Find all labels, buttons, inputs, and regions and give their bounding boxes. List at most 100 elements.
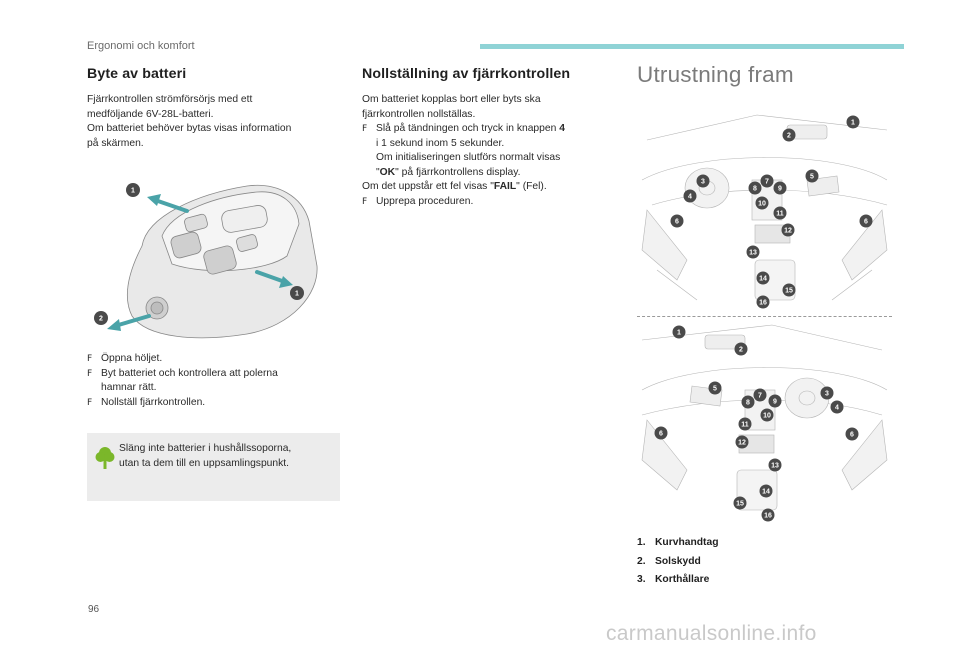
step-text: Slå på tändningen och tryck in knappen xyxy=(376,123,560,134)
callout-badge xyxy=(756,295,770,309)
step-text: i 1 sekund inom 5 sekunder. xyxy=(376,137,505,149)
reset-heading: Nollställning av fjärrkontrollen xyxy=(362,66,571,82)
battery-intro: Fjärrkontrollen strömförsörjs med ett me… xyxy=(87,93,342,151)
bullet-icon: F xyxy=(87,354,93,364)
reset-intro: Om batteriet kopplas bort eller byts ska… xyxy=(362,93,607,122)
intro-line: medföljande 6V-28L-batteri. xyxy=(87,108,214,120)
legend-item: 2. Solskydd xyxy=(637,553,897,572)
callout-label: 13 xyxy=(749,249,757,256)
watermark: carmanualsonline.info xyxy=(606,622,817,645)
legend-num: 2. xyxy=(637,555,646,567)
header-accent-bar xyxy=(480,44,904,49)
callout-label: 4 xyxy=(835,404,839,411)
callout-badge xyxy=(760,174,774,188)
fail-line: Om det uppstår ett fel visas "FAIL" (Fel… xyxy=(362,180,607,195)
note-line: utan ta dem till en uppsamlingspunkt. xyxy=(119,457,289,469)
step-text: Byt batteriet och kontrollera att polern… xyxy=(101,367,278,379)
callout-1-badge xyxy=(126,183,140,197)
callout-label: 4 xyxy=(688,193,692,200)
step-item: F Byt batteriet och kontrollera att pole… xyxy=(87,367,342,396)
callout-badge xyxy=(683,189,697,203)
callout-badge xyxy=(708,381,722,395)
ok-label: OK xyxy=(379,166,396,178)
callout-label: 9 xyxy=(773,398,777,405)
remote-battery-illustration: 1 1 2 xyxy=(94,183,318,339)
legend-label: Kurvhandtag xyxy=(655,537,719,548)
legend-item: 3. Korthållare xyxy=(637,571,897,590)
callout-badge xyxy=(782,128,796,142)
fail-label: FAIL xyxy=(493,181,517,192)
callout-label: 2 xyxy=(787,132,791,139)
battery-steps: F Öppna höljet. F Byt batteriet och kont… xyxy=(87,352,342,410)
callout-badge xyxy=(755,196,769,210)
callout-label: 2 xyxy=(99,316,103,323)
page-number: 96 xyxy=(88,604,100,615)
callout-label: 12 xyxy=(738,439,746,446)
callout-label: 9 xyxy=(778,185,782,192)
fail-text: Om det uppstår ett fel visas " xyxy=(362,181,494,192)
callout-badge xyxy=(753,388,767,402)
callout-badge xyxy=(654,426,668,440)
legend-item: 1. Kurvhandtag xyxy=(637,534,897,553)
step-text: Öppna höljet. xyxy=(101,353,163,364)
callout-badge xyxy=(773,206,787,220)
callout-label: 3 xyxy=(825,390,829,397)
bullet-icon: F xyxy=(362,196,368,207)
callout-label: 12 xyxy=(784,227,792,234)
step-item: F Öppna höljet. xyxy=(87,352,342,367)
callout-label: 5 xyxy=(810,173,814,180)
tree-icon xyxy=(95,447,115,469)
callout-label: 8 xyxy=(753,185,757,192)
callout-badge xyxy=(759,484,773,498)
step-text: " på fjärrkontrollens display. xyxy=(395,166,521,178)
note-line: Släng inte batterier i hushållssoporna, xyxy=(119,443,292,454)
callout-badge xyxy=(768,394,782,408)
battery-section: Byte av batteri Fjärrkontrollen strömför… xyxy=(87,66,342,151)
section-header: Ergonomi och komfort xyxy=(87,40,195,52)
callout-label: 6 xyxy=(675,218,679,225)
legend-num: 1. xyxy=(637,537,646,548)
callout-1-badge xyxy=(290,286,304,300)
callout-2-badge xyxy=(94,311,108,325)
intro-line: Fjärrkontrollen strömförsörjs med ett xyxy=(87,94,253,105)
callout-label: 1 xyxy=(851,119,855,126)
callout-label: 15 xyxy=(736,500,744,507)
legend-label: Solskydd xyxy=(655,555,701,567)
intro-line: fjärrkontrollen nollställas. xyxy=(362,108,476,120)
callout-label: 1 xyxy=(131,188,135,195)
callout-label: 11 xyxy=(776,210,784,217)
step-item: F Upprepa proceduren. xyxy=(362,195,607,210)
callout-badge xyxy=(782,283,796,297)
callout-label: 10 xyxy=(758,200,766,207)
intro-line: Om batteriet kopplas bort eller byts ska xyxy=(362,94,541,105)
fail-text: " (Fel). xyxy=(516,181,547,192)
bullet-icon: F xyxy=(87,397,93,408)
callout-badge xyxy=(746,245,760,259)
callout-badge xyxy=(748,181,762,195)
callout-label: 7 xyxy=(765,178,769,185)
legend-label: Korthållare xyxy=(655,574,710,585)
callout-badge xyxy=(670,214,684,228)
page-title: Utrustning fram xyxy=(637,62,794,87)
callout-badge xyxy=(768,458,782,472)
callout-label: 6 xyxy=(850,431,854,438)
callout-label: 16 xyxy=(759,299,767,306)
button-number: 4 xyxy=(559,123,565,134)
step-text: Om initialiseringen slutförs normalt vis… xyxy=(376,152,561,163)
callout-badge xyxy=(761,508,775,522)
intro-line: på skärmen. xyxy=(87,137,144,149)
legend-num: 3. xyxy=(637,574,646,585)
callout-label: 13 xyxy=(771,462,779,469)
callout-badge xyxy=(805,169,819,183)
callout-label: 1 xyxy=(295,291,299,298)
callout-label: 15 xyxy=(785,287,793,294)
callout-label: 10 xyxy=(763,412,771,419)
bullet-icon: F xyxy=(362,124,368,134)
callout-label: 2 xyxy=(739,346,743,353)
bullet-icon: F xyxy=(87,368,93,379)
callout-badge xyxy=(830,400,844,414)
callout-label: 16 xyxy=(764,512,772,519)
callout-label: 3 xyxy=(701,178,705,185)
